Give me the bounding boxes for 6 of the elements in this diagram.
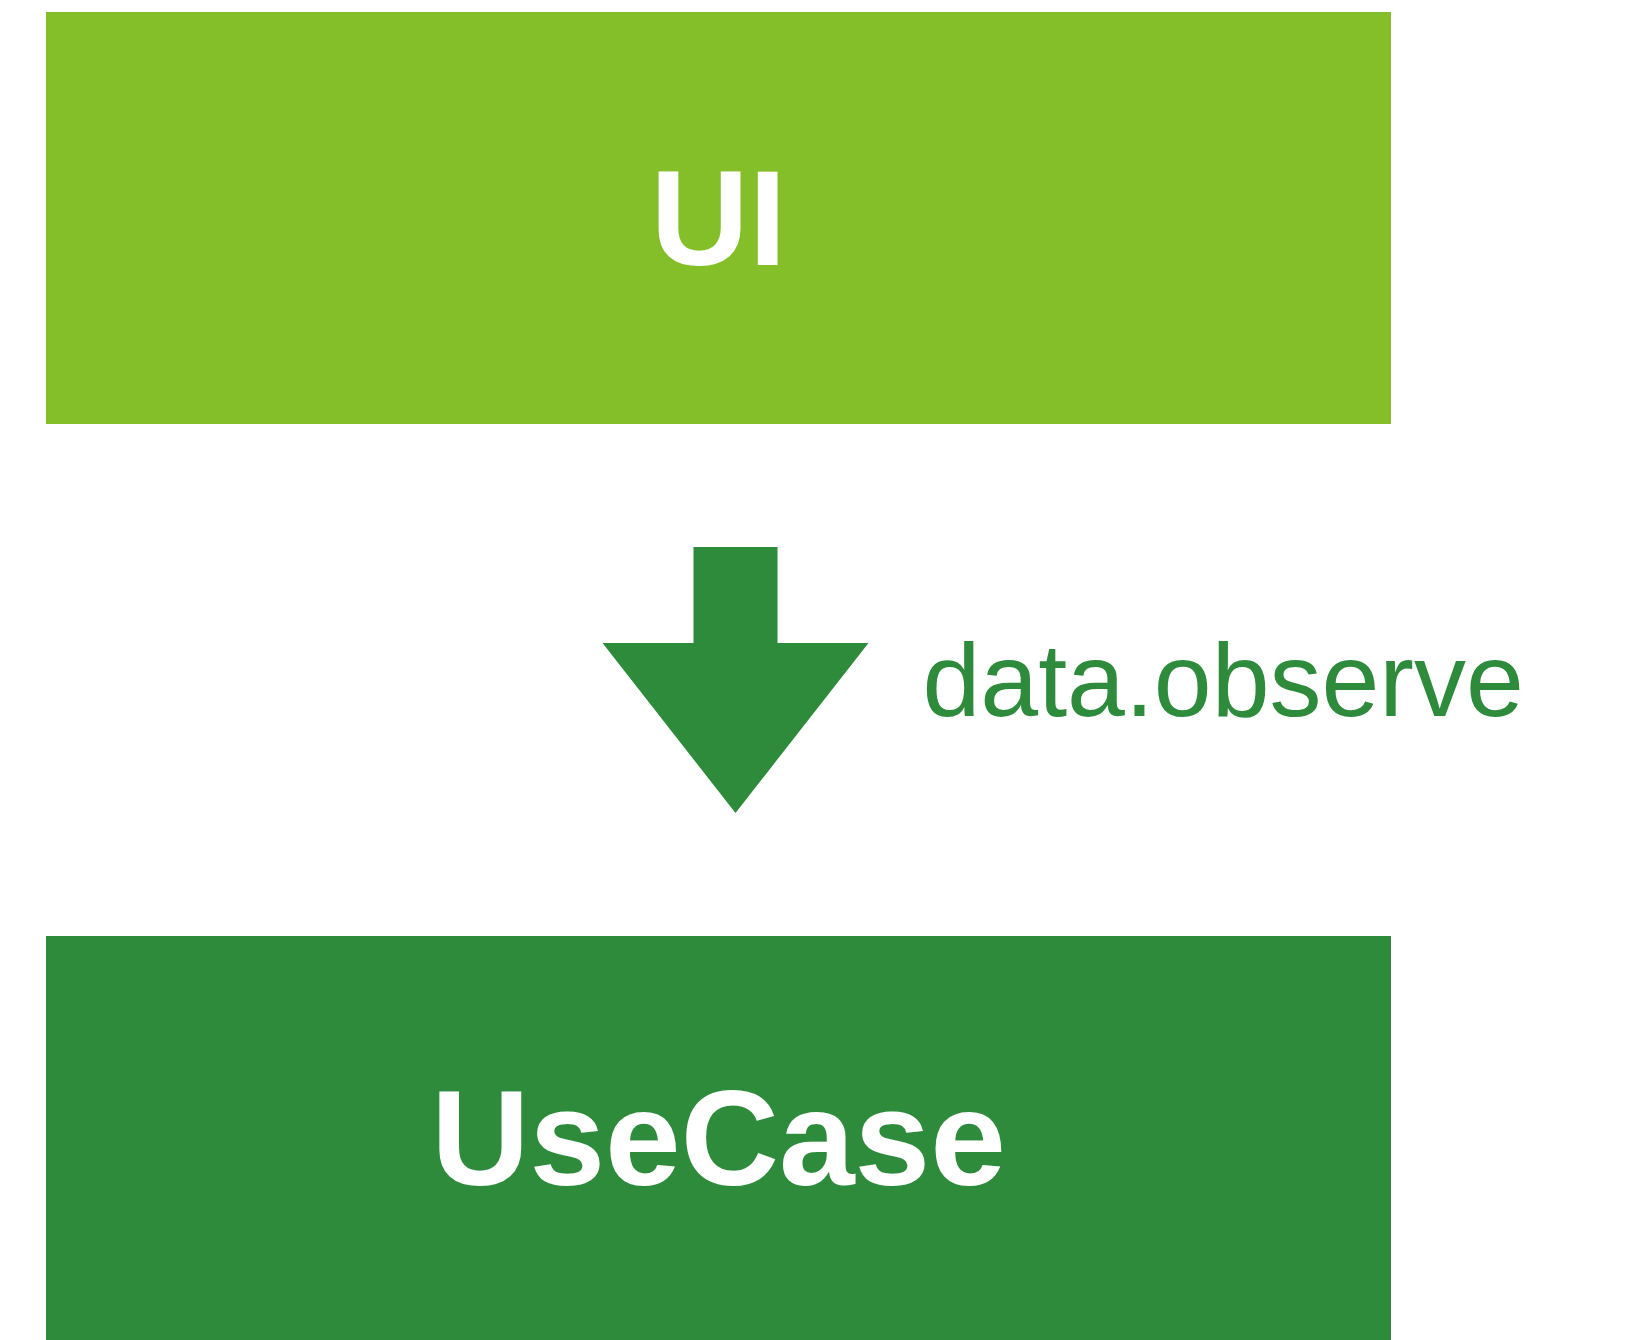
edge-label: data.observe — [922, 628, 1524, 732]
process-box — [46, 936, 1391, 1340]
block-arrow — [602, 547, 869, 813]
process-box — [46, 12, 1391, 424]
box-label: UseCase — [431, 1070, 1006, 1206]
box-label: UI — [650, 150, 787, 286]
